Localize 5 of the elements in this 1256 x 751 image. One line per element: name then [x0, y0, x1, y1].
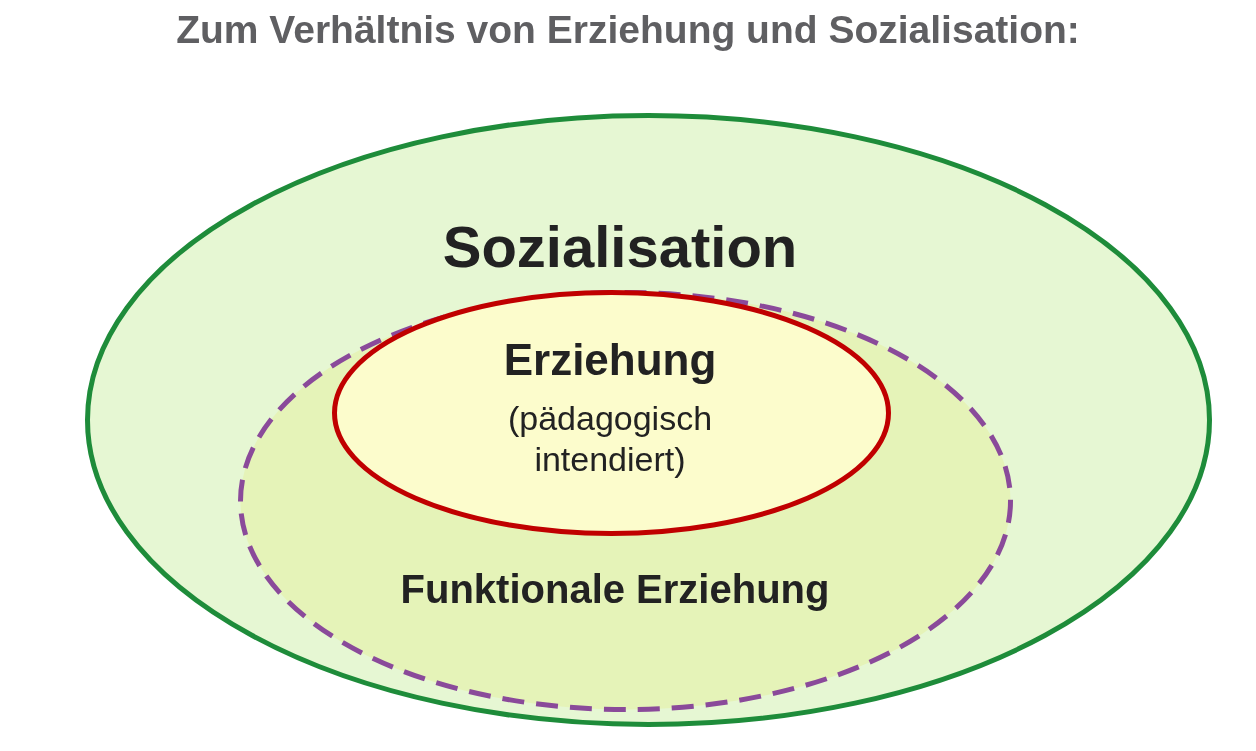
ellipse-label: Erziehung [502, 334, 718, 386]
ellipse-sublabel: (pädagogisch intendiert) [506, 398, 714, 480]
diagram-title: Zum Verhältnis von Erziehung und Sozialisation: [175, 8, 1081, 52]
ellipse-label: Sozialisation [441, 213, 799, 281]
ellipse-label: Funktionale Erziehung [399, 566, 831, 613]
